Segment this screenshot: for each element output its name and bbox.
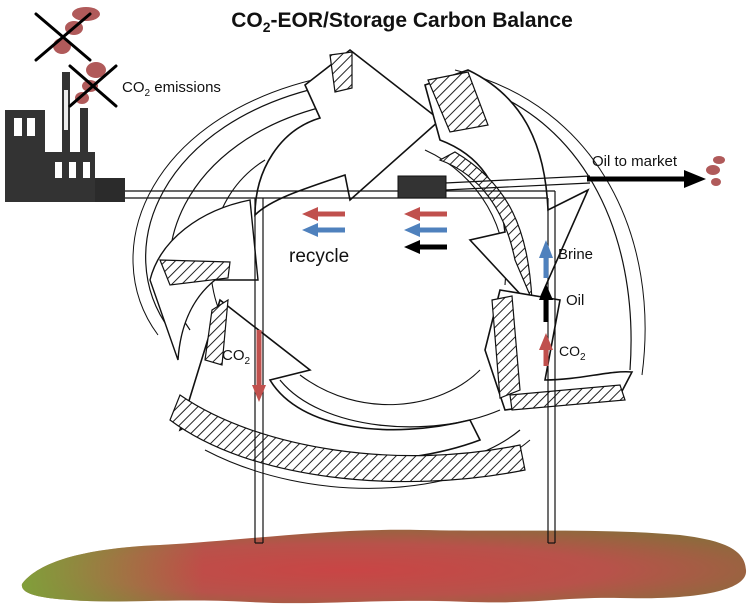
market-smoke-icon [706,156,725,186]
brine-label: Brine [558,246,593,263]
separator-box [397,175,447,199]
co2-production-label: CO2 [559,343,586,363]
oil-to-market-arrow [587,170,706,188]
production-arrows [539,240,553,366]
oil-to-market-label: Oil to market [592,153,678,170]
oil-label: Oil [566,292,584,309]
co2-injection-arrow [252,330,266,402]
co2-injection-label: CO2 [222,347,251,367]
factory-icon [5,72,125,202]
cross-icon [34,12,118,108]
recycle-label: recycle [289,246,349,267]
cycle-band-lower-right [484,289,634,411]
emissions-label: CO2 emissions [122,79,221,99]
cycle-band-left [149,199,259,361]
page-title: CO2-EOR/Storage Carbon Balance [231,9,573,35]
cycle-band-bottom [169,298,526,483]
recycle-flow-arrows [302,207,447,254]
reservoir-icon [21,529,747,604]
